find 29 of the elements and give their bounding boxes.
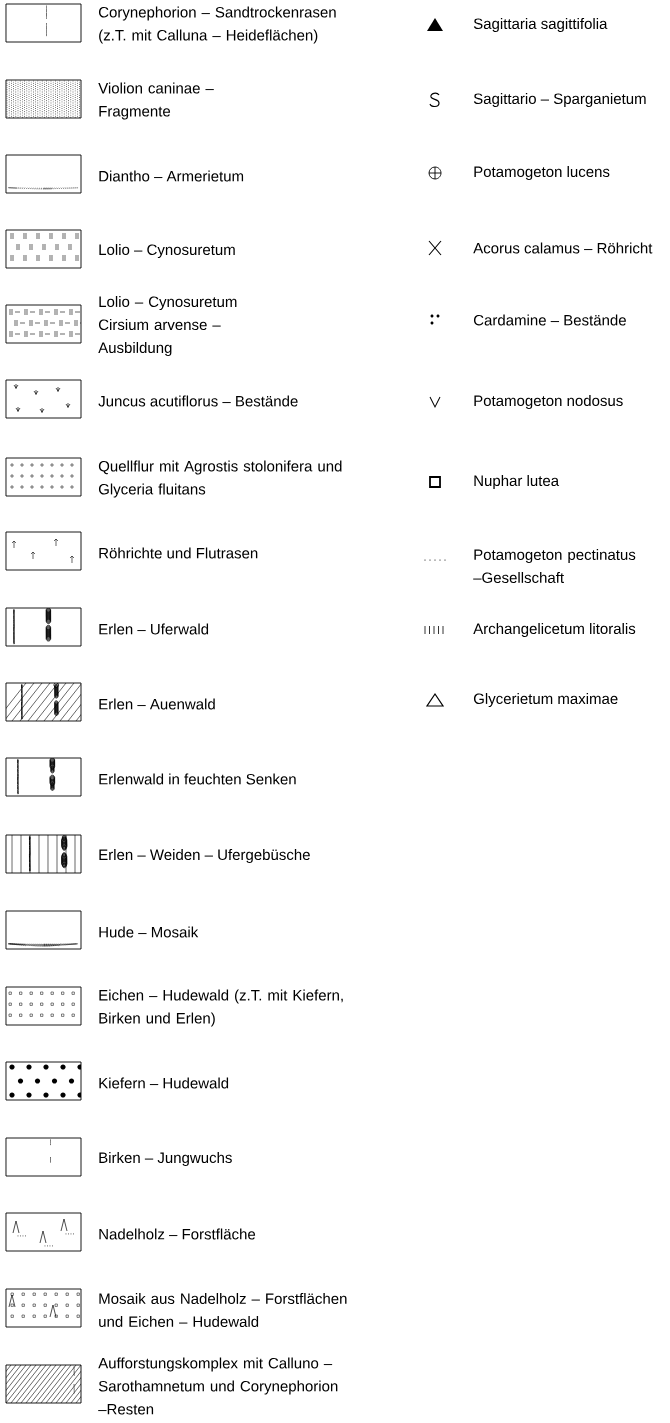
legend-text: Lolio – Cynosuretum Cirsium arvense – Ausbildung [98, 296, 237, 356]
legend-text: Potamogeton nodosus [474, 395, 623, 409]
legend-text: Corynephorion – Sandtrockenrasen (z.T. mit Calluna – Heideflächen) [98, 6, 336, 44]
legend-text: Kiefern – Hudewald [99, 1077, 229, 1089]
legend-text: Cardamine – Bestände [473, 314, 626, 326]
legend-text: Erlen – Uferwald [99, 623, 209, 635]
legend-text: Potamogeton pectinatus –Gesellschaft [473, 549, 636, 583]
legend-text: Juncus acutiflorus – Bestände [98, 395, 298, 407]
legend-text: Diantho – Armerietum [99, 170, 244, 182]
legend-text: Sagittaria sagittifolia [473, 18, 608, 32]
legend-text: Erlenwald in feuchten Senken [99, 773, 296, 785]
legend-text: Nuphar lutea [474, 475, 560, 489]
legend-text: Birken – Jungwuchs [99, 1152, 232, 1166]
legend-text: Nadelholz – Forstfläche [99, 1228, 256, 1240]
legend-text: Erlen – Weiden – Ufergebüsche [99, 849, 310, 863]
legend-text: Quellflur mit Agrostis stolonifera und Glyceria fluitans [98, 460, 342, 498]
legend-text: Erlen – Auenwald [99, 698, 215, 710]
legend-text: Aufforstungskomplex mit Calluno –Sarothamnetum und Corynephorion –Resten [98, 1357, 338, 1415]
legend-text: Potamogeton lucens [474, 166, 610, 180]
legend-text: Mosaik aus Nadelholz – Forstflächen und Eichen – Hudewald [99, 1293, 347, 1327]
legend-text: Röhrichte und Flutrasen [99, 547, 258, 559]
legend-text: Hude – Mosaik [99, 926, 199, 938]
legend-text: Archangelicetum litoralis [473, 623, 636, 637]
legend-text: Glycerietum maximae [473, 693, 618, 707]
legend-text: Violion caninae –Fragmente [98, 82, 214, 120]
legend-text: Acorus calamus – Röhricht [473, 242, 653, 254]
legend-text: Lolio – Cynosuretum [99, 244, 235, 258]
legend-text: Eichen – Hudewald (z.T. mit Kiefern, Birken und Erlen) [99, 989, 343, 1027]
legend-text: Sagittario – Sparganietum [473, 93, 646, 107]
